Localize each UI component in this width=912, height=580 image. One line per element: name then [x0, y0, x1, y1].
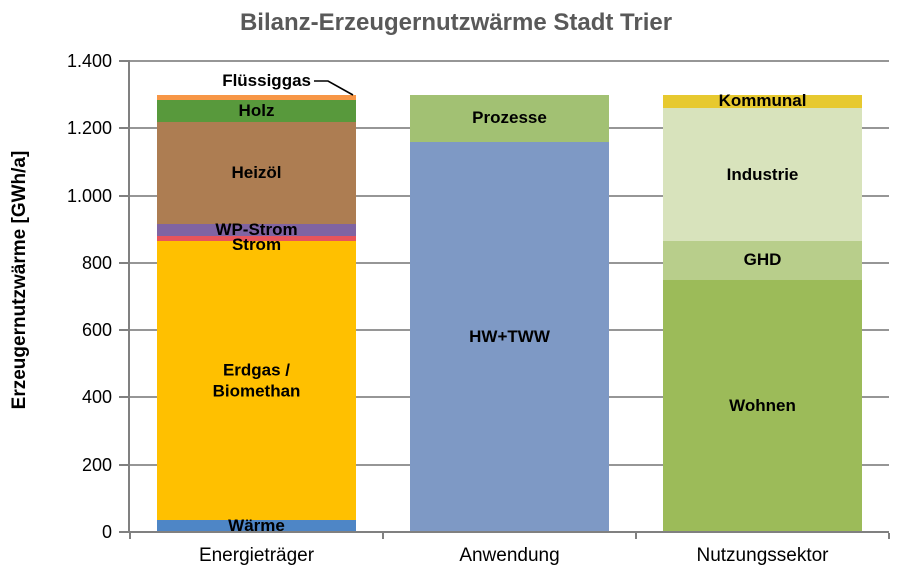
y-tick-label: 600	[81, 320, 112, 341]
segment-label-holz: Holz	[238, 100, 275, 120]
y-axis-tick	[119, 396, 130, 399]
y-tick-label: 200	[81, 454, 112, 475]
segment-label-flüssiggas: Flüssiggas	[222, 71, 311, 91]
x-axis-tick	[129, 533, 131, 539]
bar-segment-holz	[157, 99, 356, 122]
bar-segment-erdgas-biomethan	[157, 240, 356, 521]
x-axis-tick	[382, 533, 384, 539]
chart-title: Bilanz-Erzeugernutzwärme Stadt Trier	[239, 9, 673, 36]
segment-label-prozesse: Prozesse	[472, 108, 547, 128]
bar-segment-heizöl	[157, 121, 356, 225]
y-axis-line	[128, 60, 130, 532]
bar-segment-ghd	[663, 240, 862, 280]
y-axis-tick	[119, 194, 130, 197]
bar-segment-prozesse	[410, 94, 609, 142]
bar-segment-flüssiggas	[157, 94, 356, 100]
category-label-energieträger: Energieträger	[198, 545, 315, 566]
bar-segment-wärme	[157, 520, 356, 532]
x-axis-tick	[888, 533, 890, 539]
bar-segment-strom	[157, 235, 356, 241]
segment-label-strom: Strom	[231, 235, 282, 255]
bar-segment-wohnen	[663, 279, 862, 532]
segment-label-wärme: Wärme	[228, 516, 285, 536]
segment-label-kommunal: Kommunal	[718, 91, 807, 111]
x-axis-line	[119, 531, 889, 533]
bar-segment-hw+tww	[410, 141, 609, 532]
y-tick-label: 1.000	[66, 185, 112, 206]
bar-segment-kommunal	[663, 94, 862, 109]
y-tick-label: 1.200	[66, 118, 112, 139]
y-axis-tick	[119, 127, 130, 130]
segment-label-industrie: Industrie	[726, 164, 799, 184]
y-axis-tick	[119, 60, 130, 62]
segment-label-wp-strom: WP-Strom	[215, 220, 298, 240]
bar-segment-industrie	[663, 108, 862, 241]
segment-label-hw+tww: HW+TWW	[469, 326, 550, 346]
segment-label-ghd: GHD	[743, 250, 782, 270]
segment-label-wohnen: Wohnen	[729, 395, 796, 415]
y-tick-label: 0	[101, 522, 112, 542]
y-axis-tick	[119, 463, 130, 466]
y-gridline	[130, 60, 889, 62]
y-tick-label: 800	[81, 252, 112, 273]
y-tick-label: 400	[81, 387, 112, 408]
segment-label-heizöl: Heizöl	[231, 162, 282, 182]
segment-label-erdgas-biomethan: Erdgas / Biomethan	[212, 359, 301, 401]
bar-segment-wp-strom	[157, 224, 356, 236]
y-tick-label: 1.400	[66, 51, 112, 71]
x-axis-tick	[635, 533, 637, 539]
category-label-nutzungssektor: Nutzungssektor	[696, 545, 829, 566]
category-label-anwendung: Anwendung	[459, 545, 560, 566]
y-axis-tick	[119, 261, 130, 264]
y-axis-tick	[119, 329, 130, 332]
